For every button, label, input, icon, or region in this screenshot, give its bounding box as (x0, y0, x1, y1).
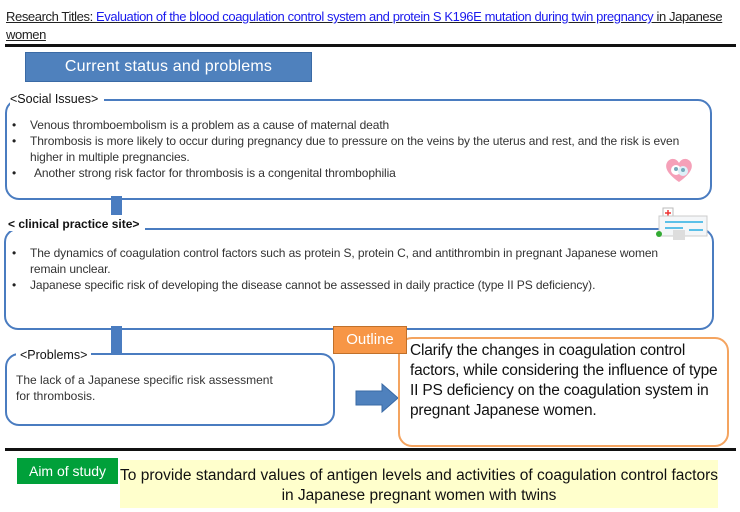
list-item: Thrombosis is more likely to occur durin… (8, 133, 698, 165)
bottom-divider (5, 448, 736, 451)
outline-tag: Outline (333, 326, 407, 354)
top-divider (5, 44, 736, 47)
list-item: Japanese specific risk of developing the… (8, 277, 688, 293)
list-item: The dynamics of coagulation control fact… (8, 245, 688, 277)
aim-tag: Aim of study (17, 458, 118, 484)
arrow-right-icon (355, 382, 399, 418)
section-header: Current status and problems (25, 52, 312, 82)
problems-box (5, 353, 335, 426)
outline-text: Clarify the changes in coagulation contr… (410, 342, 718, 419)
title-link[interactable]: Evaluation of the blood coagulation cont… (96, 9, 657, 24)
connector (111, 196, 122, 215)
list-item: Venous thromboembolism is a problem as a… (8, 117, 698, 133)
title-suffix: in Japanese women (6, 9, 723, 42)
problems-label: <Problems> (16, 348, 92, 362)
outline-box (398, 337, 729, 447)
research-title: Research Titles: Evaluation of the blood… (6, 8, 740, 44)
clinical-practice-label: < clinical practice site> (8, 217, 146, 231)
pregnancy-heart-icon (664, 156, 694, 184)
connector (111, 326, 122, 353)
list-item: Another strong risk factor for thrombosi… (8, 165, 698, 181)
title-prefix: Research Titles: (6, 9, 97, 24)
problems-text: The lack of a Japanese specific risk ass… (16, 373, 273, 403)
clinical-practice-list: The dynamics of coagulation control fact… (8, 245, 688, 293)
social-issues-label: <Social Issues> (10, 92, 105, 106)
aim-text: To provide standard values of antigen le… (120, 460, 718, 508)
social-issues-list: Venous thromboembolism is a problem as a… (8, 117, 698, 181)
hospital-icon (655, 206, 709, 240)
